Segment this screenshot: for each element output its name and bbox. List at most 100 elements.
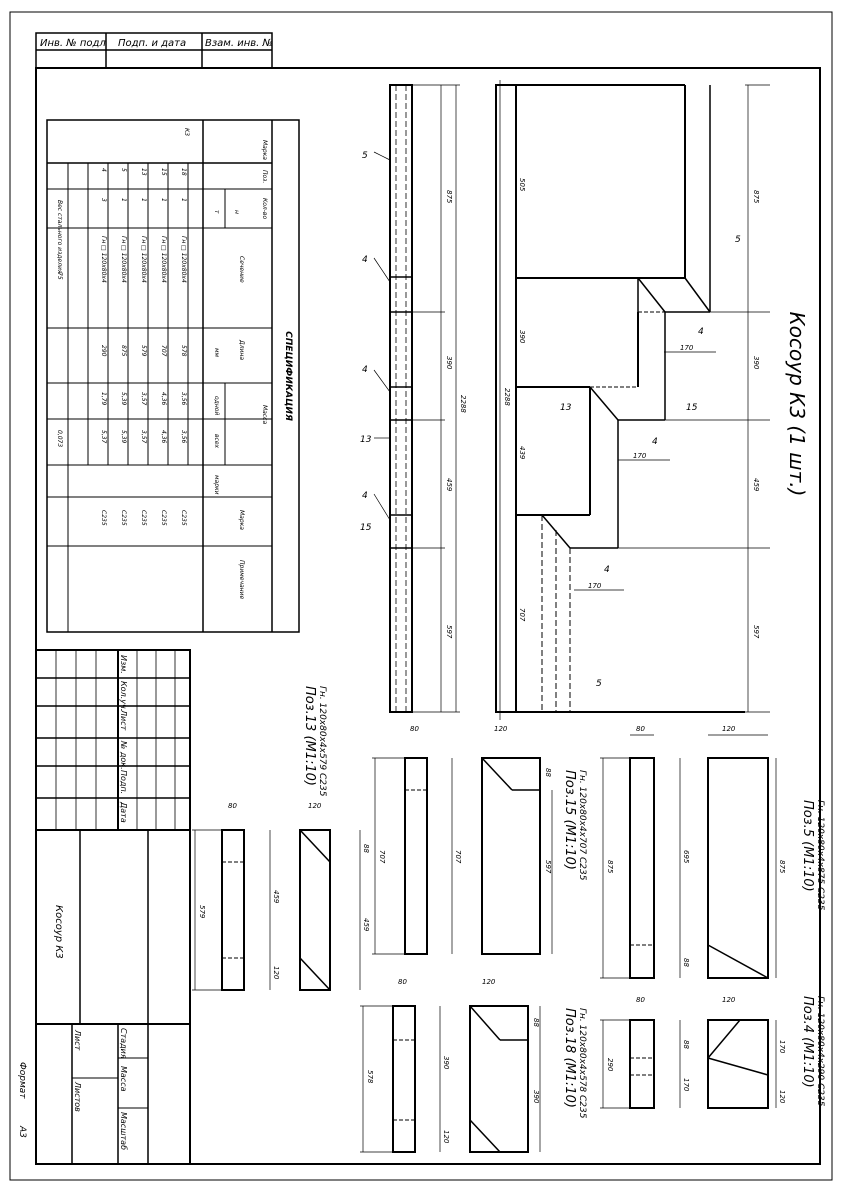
spec-row: 18 1 Гн □ 120x80x4 578 3,56 3,56 С235 bbox=[180, 168, 187, 526]
svg-text:3: 3 bbox=[100, 198, 107, 202]
svg-text:120: 120 bbox=[308, 802, 322, 810]
detail-pos18-title: Поз.18 (М1:10) bbox=[562, 1008, 577, 1108]
svg-text:170: 170 bbox=[633, 452, 647, 460]
svg-text:579: 579 bbox=[198, 905, 206, 919]
tb-sheets: Листов bbox=[73, 1081, 82, 1112]
stamp-sign-date: Подп. и дата bbox=[118, 38, 186, 49]
detail-pos18-spec: Гн. 120х80х4х578 С235 bbox=[577, 1008, 587, 1119]
detail-pos13-spec: Гн. 120х80х4х579 С235 bbox=[317, 686, 327, 797]
detail-pos13: 80 120 579 459 120 88 459 Поз.13 (М1:10)… bbox=[192, 686, 370, 991]
spec-sub-mark2: марки bbox=[213, 475, 220, 495]
svg-text:Гн □ 120x80x4: Гн □ 120x80x4 bbox=[160, 236, 167, 283]
svg-text:4,36: 4,36 bbox=[160, 430, 167, 444]
svg-text:875: 875 bbox=[445, 190, 453, 204]
svg-text:88: 88 bbox=[682, 1040, 690, 1049]
svg-text:88: 88 bbox=[682, 958, 690, 967]
svg-text:88: 88 bbox=[362, 844, 370, 853]
svg-text:505: 505 bbox=[518, 178, 526, 192]
svg-text:120: 120 bbox=[442, 1130, 450, 1144]
svg-text:579: 579 bbox=[140, 345, 147, 357]
svg-text:Гн □ 120x80x4: Гн □ 120x80x4 bbox=[100, 236, 107, 283]
spec-col-steel: Марка bbox=[238, 510, 245, 530]
svg-text:С235: С235 bbox=[180, 510, 187, 526]
svg-text:459: 459 bbox=[752, 478, 760, 492]
svg-text:459: 459 bbox=[362, 918, 370, 932]
svg-text:15: 15 bbox=[160, 168, 167, 176]
svg-text:390: 390 bbox=[752, 356, 760, 370]
svg-text:2288: 2288 bbox=[503, 388, 511, 406]
svg-text:875: 875 bbox=[606, 860, 614, 874]
detail-pos15-spec: Гн. 120х80х4х707 С235 bbox=[577, 770, 587, 881]
svg-text:290: 290 bbox=[100, 345, 107, 357]
svg-text:15: 15 bbox=[686, 403, 698, 413]
spec-sub-h: н bbox=[233, 210, 240, 214]
stamp-inv-repl: Взам. инв. № bbox=[205, 38, 273, 49]
detail-pos4: 80 120 290 88 170 170 120 Поз.4 (М1:10) … bbox=[600, 996, 825, 1109]
svg-text:3,56: 3,56 bbox=[180, 392, 187, 406]
svg-text:4: 4 bbox=[698, 327, 704, 337]
spec-col-mark: Марка bbox=[261, 140, 268, 160]
svg-text:3,56: 3,56 bbox=[180, 430, 187, 444]
tb-name: Косоур К3 bbox=[53, 905, 64, 959]
svg-text:390: 390 bbox=[532, 1090, 540, 1104]
svg-text:С235: С235 bbox=[120, 510, 127, 526]
spec-total-value: 75 bbox=[56, 272, 63, 280]
svg-text:707: 707 bbox=[160, 345, 167, 357]
svg-text:170: 170 bbox=[588, 582, 602, 590]
tb-format-label: Формат bbox=[17, 1062, 27, 1099]
svg-text:13: 13 bbox=[360, 435, 372, 445]
svg-text:Гн □ 120x80x4: Гн □ 120x80x4 bbox=[140, 236, 147, 283]
svg-text:5,39: 5,39 bbox=[120, 392, 127, 406]
spec-table: СПЕЦИФИКАЦИЯ Марка Поз. Кол-во Сечение Д… bbox=[46, 119, 300, 633]
svg-text:4: 4 bbox=[604, 565, 610, 575]
svg-text:170: 170 bbox=[682, 1078, 690, 1092]
svg-text:170: 170 bbox=[778, 1040, 786, 1054]
svg-text:80: 80 bbox=[398, 978, 407, 986]
detail-pos5: 80 120 875 695 875 88 Поз.5 (М1:10) Гн. … bbox=[600, 725, 825, 979]
svg-text:390: 390 bbox=[445, 356, 453, 370]
spec-heading: СПЕЦИФИКАЦИЯ bbox=[283, 331, 293, 421]
detail-pos13-title: Поз.13 (М1:10) bbox=[302, 686, 317, 786]
svg-text:170: 170 bbox=[680, 344, 694, 352]
spec-total-label: Вес стального изделия bbox=[56, 200, 63, 274]
detail-pos18: 80 120 578 390 120 88 390 Поз.18 (М1:10)… bbox=[360, 978, 587, 1153]
svg-text:459: 459 bbox=[445, 478, 453, 492]
svg-text:С235: С235 bbox=[140, 510, 147, 526]
svg-text:5,39: 5,39 bbox=[120, 430, 127, 444]
svg-text:4: 4 bbox=[362, 491, 368, 501]
svg-text:578: 578 bbox=[180, 345, 187, 357]
spec-sub-one: одной bbox=[213, 396, 220, 415]
spec-row: 13 1 Гн □ 120x80x4 579 3,57 3,57 С235 bbox=[140, 168, 147, 526]
spec-col-mass: Масса bbox=[261, 405, 268, 424]
detail-pos4-spec: Гн. 120х80х4х290 С235 bbox=[815, 996, 825, 1107]
svg-text:4: 4 bbox=[100, 168, 107, 172]
spec-sub-len: мм bbox=[213, 348, 220, 358]
svg-text:4,36: 4,36 bbox=[160, 392, 167, 406]
spec-sub-all: всех bbox=[213, 434, 220, 449]
spec-row: 5 1 Гн □ 120x80x4 875 5,39 5,39 С235 bbox=[120, 168, 127, 526]
detail-pos15-title: Поз.15 (М1:10) bbox=[562, 770, 577, 870]
spec-col-qty: Кол-во bbox=[261, 198, 268, 219]
svg-text:5: 5 bbox=[596, 679, 602, 689]
svg-text:1,79: 1,79 bbox=[100, 392, 107, 406]
svg-text:88: 88 bbox=[532, 1018, 540, 1027]
tb-col-list: Лист bbox=[119, 709, 128, 731]
svg-text:4: 4 bbox=[362, 365, 368, 375]
svg-text:597: 597 bbox=[752, 625, 760, 639]
svg-text:290: 290 bbox=[606, 1058, 614, 1072]
svg-text:С235: С235 bbox=[100, 510, 107, 526]
svg-text:390: 390 bbox=[442, 1056, 450, 1070]
spec-row: 4 3 Гн □ 120x80x4 290 1,79 5,37 С235 bbox=[100, 168, 107, 526]
svg-text:707: 707 bbox=[518, 608, 526, 622]
svg-text:597: 597 bbox=[544, 860, 552, 874]
svg-text:80: 80 bbox=[228, 802, 237, 810]
tb-sheet: Лист bbox=[73, 1029, 82, 1051]
svg-text:439: 439 bbox=[518, 446, 526, 460]
tb-scale: Масштаб bbox=[119, 1112, 128, 1150]
tb-format-value: А3 bbox=[17, 1125, 27, 1138]
spec-total-mass: 0,073 bbox=[56, 430, 63, 447]
detail-pos5-spec: Гн. 120х80х4х875 С235 bbox=[815, 800, 825, 911]
detail-pos15: 80 120 707 707 597 88 Поз.15 (М1:10) Гн.… bbox=[372, 725, 587, 955]
main-view-side: 875 390 459 597 2288 5 4 4 13 4 15 bbox=[360, 84, 467, 713]
